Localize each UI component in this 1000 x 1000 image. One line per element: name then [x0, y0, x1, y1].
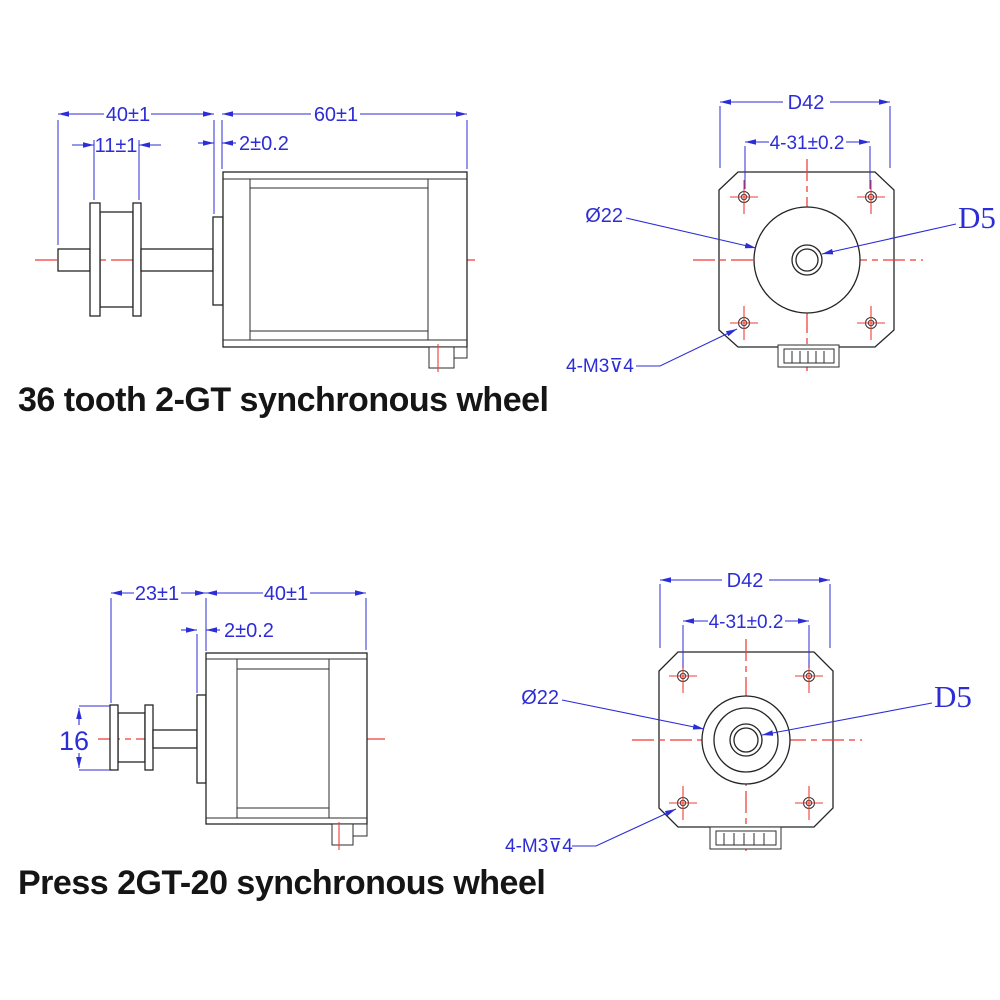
wire-connector-front [709, 826, 782, 850]
dimensions: D42 4-31±0.2 Ø22 D5 4-M3⊽4 [505, 570, 972, 857]
pilot-boss [196, 694, 207, 784]
label-mounting-holes: 4-M3⊽4 [566, 356, 634, 377]
leader-pilot [625, 217, 757, 249]
dimensions: 40±1 60±1 11±1 2±0.2 [57, 104, 468, 245]
motor-shaft [140, 248, 214, 272]
pulley-teeth-20t [117, 712, 146, 763]
pulley-flange-left [89, 202, 101, 317]
shaft-circle [795, 248, 819, 272]
dim-shaft-length: 23±1 [135, 583, 179, 605]
shaft-stub [57, 248, 91, 272]
wire-connector [428, 344, 468, 372]
pulley-flange-left [109, 704, 119, 771]
label-pilot-diameter: Ø22 [521, 687, 559, 709]
dim-hole-pattern: 4-31±0.2 [770, 133, 845, 154]
mounting-holes [730, 180, 885, 340]
title-top: 36 tooth 2-GT synchronous wheel [18, 381, 548, 419]
dim-pulley-width: 11±1 [95, 135, 138, 157]
leader-shaft [761, 702, 933, 736]
top-side-view: 40±1 60±1 11±1 2±0.2 [35, 104, 480, 372]
dim-hole-pattern: 4-31±0.2 [709, 612, 784, 633]
pulley-flange-right [132, 202, 142, 317]
motor-body [205, 652, 368, 825]
dim-boss-depth: 2±0.2 [239, 133, 289, 155]
pilot-boss [212, 216, 224, 306]
dim-body-length: 60±1 [314, 104, 358, 126]
bottom-front-view: D42 4-31±0.2 Ø22 D5 4-M3⊽4 [505, 570, 972, 857]
dim-body-width: D42 [727, 570, 764, 592]
label-mounting-holes: 4-M3⊽4 [505, 836, 573, 857]
dim-shaft-length: 40±1 [106, 104, 150, 126]
dim-body-width: D42 [788, 92, 825, 114]
label-shaft-diameter: D5 [958, 200, 996, 235]
pulley-flange-right [144, 704, 154, 771]
wire-connector [331, 822, 368, 850]
leader-mounting-hole [636, 328, 738, 367]
label-shaft-diameter: D5 [934, 679, 972, 714]
motor-shaft [152, 729, 198, 749]
top-front-view: D42 4-31±0.2 Ø22 D5 4-M3⊽4 [566, 92, 996, 377]
mounting-holes [669, 659, 823, 820]
motor-body [222, 171, 468, 348]
leader-mounting-hole [572, 808, 677, 847]
leader-shaft [821, 223, 957, 255]
bottom-side-view: 23±1 40±1 2±0.2 16 [57, 583, 385, 850]
label-pilot-diameter: Ø22 [585, 205, 623, 227]
dim-boss-depth: 2±0.2 [224, 620, 274, 642]
dimensions: 23±1 40±1 2±0.2 16 [57, 583, 367, 771]
leader-pilot [561, 699, 705, 730]
shaft-circle [733, 727, 759, 753]
title-bottom: Press 2GT-20 synchronous wheel [18, 864, 545, 902]
dimensions: D42 4-31±0.2 Ø22 D5 4-M3⊽4 [566, 92, 996, 377]
dim-pulley-diameter: 16 [59, 726, 89, 756]
wire-connector-front [777, 344, 840, 368]
dim-body-length: 40±1 [264, 583, 308, 605]
